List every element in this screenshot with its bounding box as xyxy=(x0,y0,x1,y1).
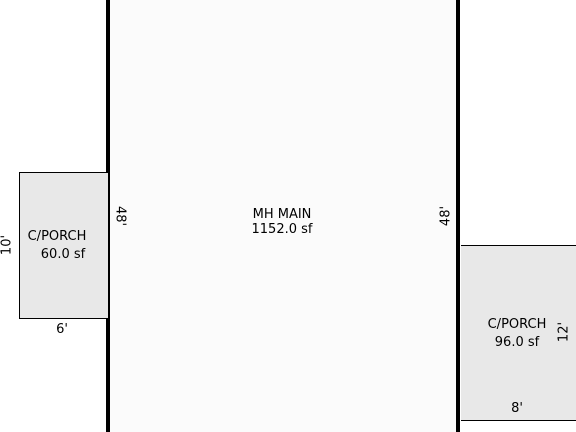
main-room-right-dimension: 48' xyxy=(438,205,454,227)
right-porch-width-dimension: 8' xyxy=(511,401,523,416)
left-porch-height-dimension: 10' xyxy=(0,234,15,256)
main-room-left-dimension: 48' xyxy=(112,205,128,227)
right-porch-height-dimension: 12' xyxy=(556,321,572,343)
main-room-name: MH MAIN xyxy=(252,207,312,222)
right-porch-area xyxy=(461,245,576,421)
left-porch-name: C/PORCH xyxy=(27,229,87,244)
main-room-area-label: 1152.0 sf xyxy=(251,222,313,237)
left-porch-width-dimension: 6' xyxy=(56,322,68,337)
right-porch-name: C/PORCH xyxy=(487,317,547,332)
right-porch-area-label: 96.0 sf xyxy=(494,335,540,350)
main-room-area xyxy=(106,0,460,432)
left-porch-area xyxy=(19,172,108,319)
left-porch-area-label: 60.0 sf xyxy=(40,247,86,262)
